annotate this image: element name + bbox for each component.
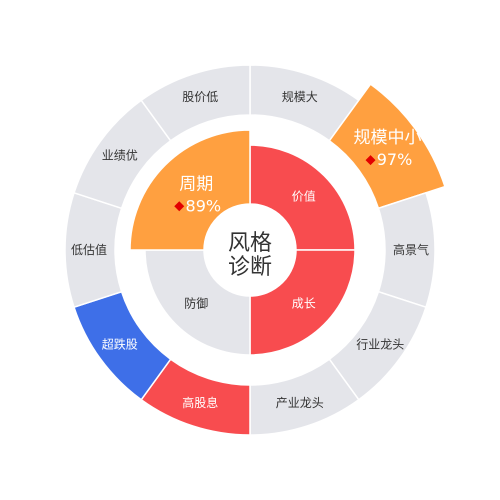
inner-seg-3-label: 防御 xyxy=(184,296,208,311)
inner-seg-2-sector xyxy=(249,249,356,356)
inner-seg-4-marker xyxy=(174,201,185,212)
inner-seg-4-sector xyxy=(129,129,251,251)
center-line-1: 风格 xyxy=(228,231,272,256)
outer-seg-2-value-label: 97% xyxy=(377,150,413,169)
outer-seg-2-sector xyxy=(328,83,446,210)
outer-seg-3-label: 高景气 xyxy=(393,242,429,257)
outer-seg-7-label: 超跌股 xyxy=(102,337,138,352)
outer-seg-4-label: 行业龙头 xyxy=(356,338,404,352)
inner-seg-2-label: 成长 xyxy=(292,297,316,311)
inner-seg-1-sector xyxy=(249,144,356,251)
inner-seg-3-sector xyxy=(144,249,251,356)
inner-seg-1-label: 价值 xyxy=(292,188,316,203)
outer-seg-10-sector xyxy=(140,64,251,142)
outer-seg-1-label: 规模大 xyxy=(282,89,318,104)
outer-seg-10-label: 股价低 xyxy=(182,90,218,104)
center-label: 风格 诊断 xyxy=(228,231,272,280)
outer-seg-8-label: 低估值 xyxy=(71,242,107,257)
inner-seg-4-value-label: 89% xyxy=(186,196,222,215)
center-line-2: 诊断 xyxy=(228,255,272,280)
outer-seg-5-label: 产业龙头 xyxy=(276,396,324,410)
outer-seg-2-marker xyxy=(365,155,376,166)
outer-seg-9-label: 业绩优 xyxy=(102,148,138,162)
outer-seg-2-label: 规模中小 xyxy=(354,128,422,148)
outer-seg-6-label: 高股息 xyxy=(182,395,218,410)
inner-seg-4-label: 周期 xyxy=(179,174,213,194)
